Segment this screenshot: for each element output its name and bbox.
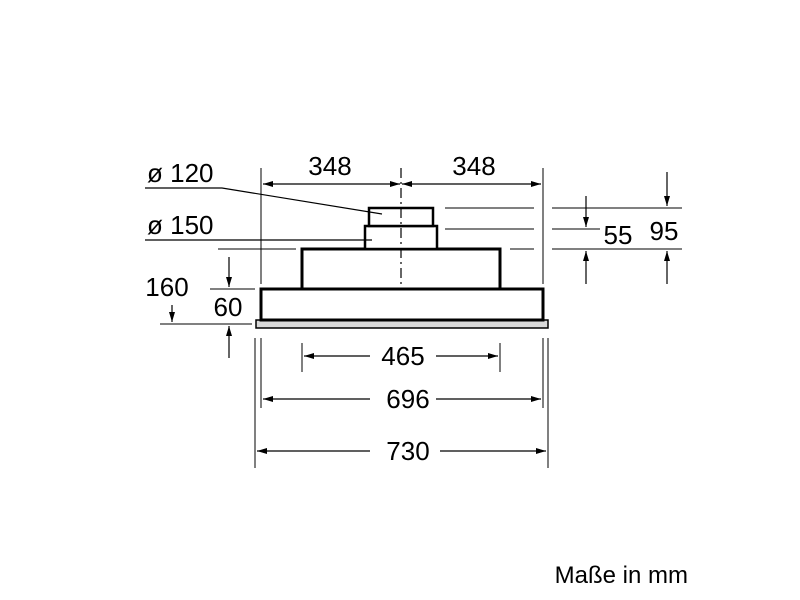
dim-label-width-696: 696 — [386, 384, 429, 414]
dim-label-width-465: 465 — [381, 341, 424, 371]
top-width-dimension: 348 348 — [260, 151, 544, 284]
bottom-width-dimensions: 465 696 730 — [254, 338, 549, 468]
dim-label-right-half: 348 — [452, 151, 495, 181]
left-height-dimension: 160 60 — [145, 248, 296, 358]
dim-label-dia-150: ø 150 — [147, 210, 214, 240]
dim-label-left-half: 348 — [308, 151, 351, 181]
dim-label-height-60: 60 — [214, 292, 243, 322]
leader-dia-120 — [145, 187, 383, 215]
lower-housing — [259, 287, 545, 322]
dim-label-dia-120: ø 120 — [147, 158, 214, 188]
dim-label-height-160: 160 — [145, 272, 188, 302]
right-height-dimension: 55 95 — [445, 172, 682, 284]
dim-label-width-730: 730 — [386, 436, 429, 466]
diameter-labels: ø 120 ø 150 — [145, 158, 383, 241]
dim-label-height-95: 95 — [650, 216, 679, 246]
units-caption: Maße in mm — [554, 562, 688, 589]
hood-outline — [255, 168, 549, 329]
dim-label-height-55: 55 — [604, 220, 633, 250]
